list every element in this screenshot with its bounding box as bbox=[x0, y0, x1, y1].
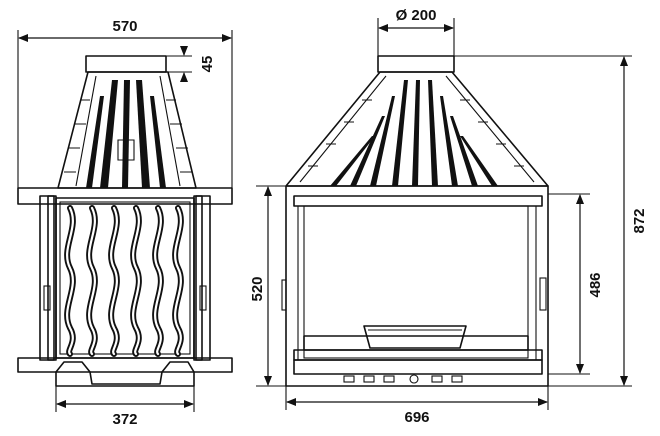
bottom-frame bbox=[17, 357, 233, 373]
label-side-opening-height: 520 bbox=[249, 276, 266, 301]
flue-collar bbox=[85, 55, 167, 73]
side-hood-fins bbox=[330, 80, 498, 186]
front-door bbox=[55, 197, 195, 359]
side-flue-collar bbox=[377, 55, 455, 73]
side-view bbox=[281, 55, 549, 387]
side-dimensions: Ø 200 872 520 486 696 bbox=[249, 7, 648, 426]
label-side-width-bottom: 696 bbox=[404, 409, 429, 426]
label-flue-diameter: Ø 200 bbox=[396, 7, 437, 24]
label-side-total-height: 872 bbox=[631, 208, 648, 233]
label-collar-height: 45 bbox=[199, 56, 216, 73]
hood-fins bbox=[86, 80, 166, 188]
front-dimensions: 570 45 372 bbox=[17, 18, 233, 428]
front-view bbox=[17, 55, 233, 387]
firebox-body bbox=[285, 185, 549, 387]
base bbox=[55, 361, 195, 387]
ash-tray bbox=[363, 325, 467, 349]
label-front-width-top: 570 bbox=[112, 18, 137, 35]
top-frame bbox=[17, 187, 233, 205]
decorative-wave-grid bbox=[64, 205, 184, 357]
label-front-width-bottom: 372 bbox=[112, 411, 137, 428]
air-vents bbox=[343, 374, 463, 384]
label-side-inner-height: 486 bbox=[587, 272, 604, 297]
